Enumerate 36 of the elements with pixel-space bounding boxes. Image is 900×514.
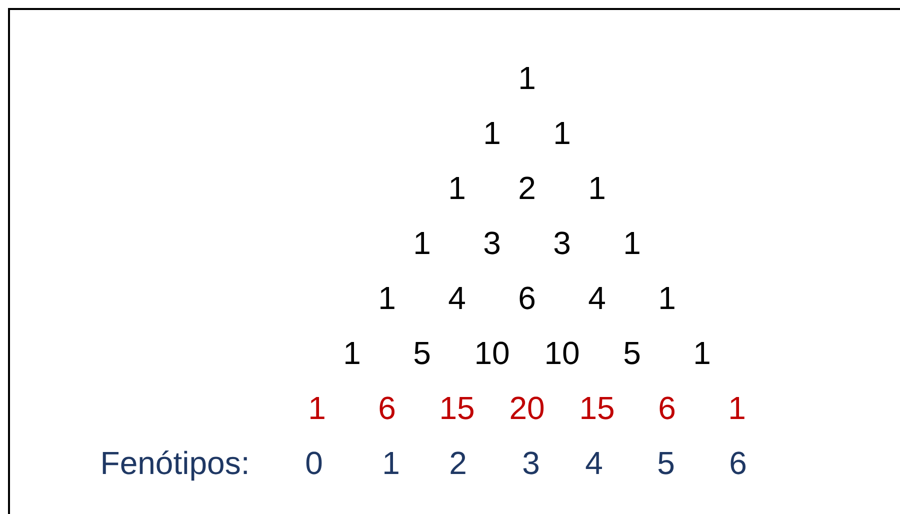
number: 4 bbox=[588, 280, 606, 316]
number: 15 bbox=[439, 390, 475, 426]
number: 1 bbox=[382, 445, 400, 481]
number: 2 bbox=[518, 170, 536, 206]
number: 5 bbox=[657, 445, 675, 481]
number: 6 bbox=[378, 390, 396, 426]
number: 5 bbox=[623, 335, 641, 371]
number: 2 bbox=[449, 445, 467, 481]
number: 5 bbox=[413, 335, 431, 371]
number: 1 bbox=[658, 280, 676, 316]
number: 1 bbox=[693, 335, 711, 371]
number: 1 bbox=[413, 225, 431, 261]
number: 1 bbox=[518, 60, 536, 96]
number: 1 bbox=[483, 115, 501, 151]
number: 6 bbox=[658, 390, 676, 426]
number: 1 bbox=[588, 170, 606, 206]
number: 10 bbox=[474, 335, 510, 371]
number: 3 bbox=[553, 225, 571, 261]
number: 1 bbox=[378, 280, 396, 316]
number: 0 bbox=[305, 445, 323, 481]
number: 1 bbox=[623, 225, 641, 261]
number: 6 bbox=[729, 445, 747, 481]
number: 1 bbox=[448, 170, 466, 206]
number: 6 bbox=[518, 280, 536, 316]
number: 1 bbox=[308, 390, 326, 426]
row-label: Fenótipos: bbox=[100, 445, 250, 481]
number: 10 bbox=[544, 335, 580, 371]
number: 1 bbox=[343, 335, 361, 371]
number: 15 bbox=[579, 390, 615, 426]
number: 1 bbox=[728, 390, 746, 426]
number: 4 bbox=[448, 280, 466, 316]
number: 3 bbox=[522, 445, 540, 481]
number: 20 bbox=[509, 390, 545, 426]
number: 4 bbox=[585, 445, 603, 481]
number: 1 bbox=[553, 115, 571, 151]
number: 3 bbox=[483, 225, 501, 261]
